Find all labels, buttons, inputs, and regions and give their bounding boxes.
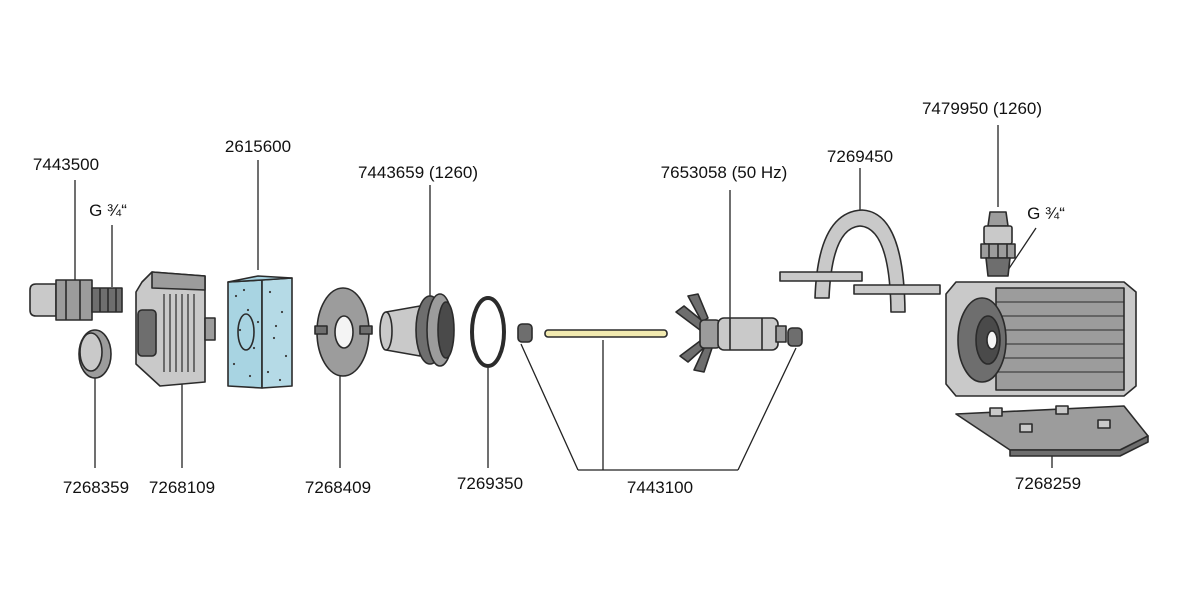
filter-sponge-part	[227, 275, 293, 389]
label-outlet-nozzle: 7479950 (1260)	[922, 99, 1042, 118]
label-filter-sponge: 2615600	[225, 137, 291, 156]
label-cap: 7268359	[63, 478, 129, 497]
label-base-plate: 7268259	[1015, 474, 1081, 493]
label-impeller-cover: 7443659 (1260)	[358, 163, 478, 182]
leader-lines	[74, 125, 1053, 471]
label-impeller-holder: 7268409	[305, 478, 371, 497]
o-ring-part	[470, 296, 506, 368]
pump-motor-housing-part	[945, 281, 1137, 397]
label-coupling: 7443500	[33, 155, 99, 174]
rotor-part	[675, 293, 787, 373]
coupling-part	[29, 279, 123, 321]
base-plate-part	[955, 405, 1149, 457]
label-clip: 7269450	[827, 147, 893, 166]
label-filter-cage: 7268109	[149, 478, 215, 497]
part-labels: 7443500 G ¾“ 2615600 7443659 (1260) 7653…	[33, 99, 1081, 497]
label-thread-right: G ¾“	[1027, 204, 1065, 223]
filter-cage-part	[135, 271, 216, 387]
outlet-nozzle-part	[980, 211, 1016, 277]
impeller-cover-part	[379, 293, 455, 367]
label-rotor: 7653058 (50 Hz)	[661, 163, 788, 182]
clip-part	[779, 209, 941, 313]
cap-part	[78, 329, 112, 379]
impeller-holder-part	[314, 287, 373, 377]
label-thread-left: G ¾“	[89, 201, 127, 220]
label-shaft-set: 7443100	[627, 478, 693, 497]
shaft-set-part	[517, 323, 803, 347]
label-o-ring: 7269350	[457, 474, 523, 493]
